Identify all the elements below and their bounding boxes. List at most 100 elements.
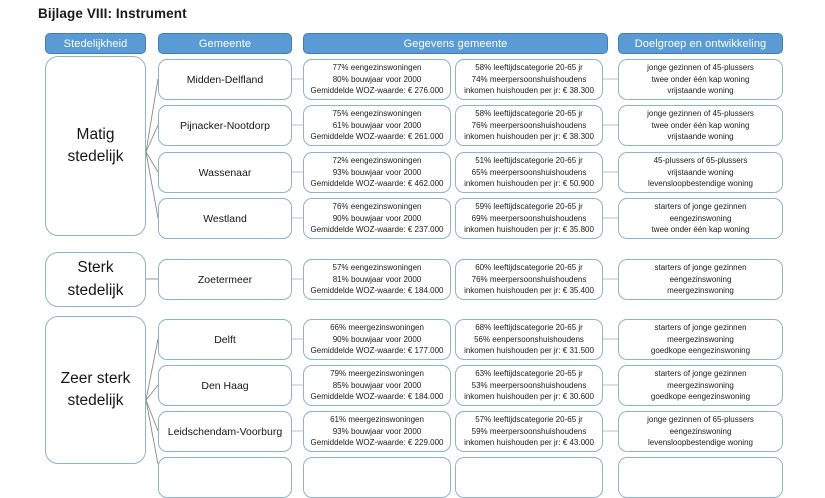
column-header-doelgroep-en-ontwikkeling: Doelgroep en ontwikkeling (618, 33, 783, 54)
gegevens-line: 65% meerpersoonshuishoudens (471, 167, 587, 177)
doelgroep-line: meergezinswoning (667, 334, 734, 344)
doelgroep-line: vrijstaande woning (667, 86, 734, 96)
doelgroep-box[interactable]: jonge gezinnen of 45-plussers twee onder… (618, 105, 783, 146)
gegevens-woning-box[interactable]: 76% eengezinswoningen 90% bouwjaar voor … (303, 198, 451, 239)
gegevens-line: Gemiddelde WOZ-waarde: € 177.000 (310, 346, 444, 356)
gegevens-line: 68% leeftijdscategorie 20-65 jr (475, 323, 583, 333)
column-header-gegevens-gemeente: Gegevens gemeente (303, 33, 608, 54)
doelgroep-line: jonge gezinnen of 65-plussers (647, 415, 754, 425)
doelgroep-line: twee onder één kap woning (651, 225, 750, 235)
doelgroep-line: eengezinswoning (669, 213, 732, 223)
gegevens-line: 75% eengezinswoningen (332, 109, 422, 119)
group-box-zeer-sterk-stedelijk[interactable]: Zeer sterk stedelijk (45, 316, 146, 464)
gegevens-line: 77% eengezinswoningen (332, 63, 422, 73)
gegevens-huishouden-box[interactable]: 51% leeftijdscategorie 20-65 jr 65% meer… (455, 152, 603, 193)
group-box-matig-stedelijk[interactable]: Matig stedelijk (45, 56, 146, 236)
gegevens-line: 90% bouwjaar voor 2000 (332, 334, 422, 344)
doelgroep-line: goedkope eengezinswoning (650, 346, 751, 356)
group-label-line2: stedelijk (67, 281, 124, 299)
gemeente-box-delft[interactable]: Delft (158, 319, 292, 360)
group-box-sterk-stedelijk[interactable]: Sterk stedelijk (45, 252, 146, 307)
gegevens-line: 58% leeftijdscategorie 20-65 jr (475, 109, 583, 119)
doelgroep-line: vrijstaande woning (667, 167, 734, 177)
gegevens-huishouden-box[interactable]: 60% leeftijdscategorie 20-65 jr 76% meer… (455, 259, 603, 300)
gegevens-line: Gemiddelde WOZ-waarde: € 261.000 (310, 132, 444, 142)
doelgroep-line: meergezinswoning (667, 286, 734, 296)
doelgroep-line: levensloopbestendige woning (648, 438, 753, 448)
doelgroep-line: starters of jonge gezinnen (654, 202, 747, 212)
group-label-line2: stedelijk (67, 392, 124, 409)
gegevens-line: 51% leeftijdscategorie 20-65 jr (475, 156, 583, 166)
doelgroep-box[interactable]: 45-plussers of 65-plussers vrijstaande w… (618, 152, 783, 193)
gegevens-huishouden-box[interactable]: 63% leeftijdscategorie 20-65 jr 53% meer… (455, 365, 603, 406)
gegevens-huishouden-box-clipped[interactable] (455, 457, 603, 498)
gemeente-box-pijnacker-nootdorp[interactable]: Pijnacker-Nootdorp (158, 105, 292, 146)
gegevens-huishouden-box[interactable]: 58% leeftijdscategorie 20-65 jr 74% meer… (455, 59, 603, 100)
gemeente-label: Westland (203, 212, 247, 225)
gegevens-line: 57% leeftijdscategorie 20-65 jr (475, 415, 583, 425)
gemeente-label: Pijnacker-Nootdorp (180, 119, 270, 132)
gegevens-woning-box[interactable]: 79% meergezinswoningen 85% bouwjaar voor… (303, 365, 451, 406)
gegevens-line: 66% meergezinswoningen (330, 323, 424, 333)
doelgroep-line: levensloopbestendige woning (648, 179, 753, 189)
doelgroep-line: jonge gezinnen of 45-plussers (647, 109, 754, 119)
gegevens-woning-box[interactable]: 72% eengezinswoningen 93% bouwjaar voor … (303, 152, 451, 193)
gegevens-line: Gemiddelde WOZ-waarde: € 462.000 (310, 179, 444, 189)
group-label-line2: stedelijk (67, 148, 124, 165)
doelgroep-box[interactable]: jonge gezinnen of 65-plussers eengezinsw… (618, 411, 783, 452)
column-header-gemeente: Gemeente (158, 33, 292, 54)
gegevens-huishouden-box[interactable]: 58% leeftijdscategorie 20-65 jr 76% meer… (455, 105, 603, 146)
gemeente-box-westland[interactable]: Westland (158, 198, 292, 239)
doelgroep-box[interactable]: starters of jonge gezinnen eengezinswoni… (618, 259, 783, 300)
gegevens-huishouden-box[interactable]: 68% leeftijdscategorie 20-65 jr 56% eenp… (455, 319, 603, 360)
gegevens-line: 76% meerpersoonshuishoudens (471, 274, 587, 284)
gemeente-label: Delft (214, 333, 236, 346)
gemeente-box-midden-delfland[interactable]: Midden-Delfland (158, 59, 292, 100)
gemeente-box-den-haag[interactable]: Den Haag (158, 365, 292, 406)
gegevens-line: 93% bouwjaar voor 2000 (332, 426, 422, 436)
gegevens-woning-box[interactable]: 66% meergezinswoningen 90% bouwjaar voor… (303, 319, 451, 360)
doelgroep-line: 45-plussers of 65-plussers (653, 156, 748, 166)
gegevens-woning-box[interactable]: 61% meergezinswoningen 93% bouwjaar voor… (303, 411, 451, 452)
gegevens-line: inkomen huishouden per jr: € 31.500 (464, 346, 594, 356)
gegevens-line: 63% leeftijdscategorie 20-65 jr (475, 369, 583, 379)
gegevens-woning-box[interactable]: 75% eengezinswoningen 61% bouwjaar voor … (303, 105, 451, 146)
gegevens-huishouden-box[interactable]: 59% leeftijdscategorie 20-65 jr 69% meer… (455, 198, 603, 239)
doelgroep-box[interactable]: starters of jonge gezinnen eengezinswoni… (618, 198, 783, 239)
gegevens-line: Gemiddelde WOZ-waarde: € 237.000 (310, 225, 444, 235)
doelgroep-box[interactable]: starters of jonge gezinnen meergezinswon… (618, 365, 783, 406)
doelgroep-box[interactable]: starters of jonge gezinnen meergezinswon… (618, 319, 783, 360)
doelgroep-line: starters of jonge gezinnen (654, 369, 747, 379)
gegevens-woning-box-clipped[interactable] (303, 457, 451, 498)
gegevens-line: 79% meergezinswoningen (330, 369, 424, 379)
gemeente-box-clipped[interactable] (158, 457, 292, 498)
gegevens-huishouden-box[interactable]: 57% leeftijdscategorie 20-65 jr 59% meer… (455, 411, 603, 452)
gemeente-label: Den Haag (201, 379, 249, 392)
doelgroep-line: twee onder één kap woning (651, 74, 750, 84)
gegevens-line: 72% eengezinswoningen (332, 156, 422, 166)
doelgroep-line: twee onder één kap woning (651, 120, 750, 130)
gegevens-line: 93% bouwjaar voor 2000 (332, 167, 422, 177)
gegevens-line: 57% eengezinswoningen (332, 263, 422, 273)
gegevens-line: Gemiddelde WOZ-waarde: € 229.000 (310, 438, 444, 448)
gegevens-line: Gemiddelde WOZ-waarde: € 184.000 (310, 286, 444, 296)
gemeente-box-wassenaar[interactable]: Wassenaar (158, 152, 292, 193)
gegevens-line: 61% bouwjaar voor 2000 (332, 120, 422, 130)
doelgroep-line: vrijstaande woning (667, 132, 734, 142)
gegevens-line: 76% meerpersoonshuishoudens (471, 120, 587, 130)
gegevens-woning-box[interactable]: 57% eengezinswoningen 81% bouwjaar voor … (303, 259, 451, 300)
gegevens-line: 58% leeftijdscategorie 20-65 jr (475, 63, 583, 73)
doelgroep-box-clipped[interactable] (618, 457, 783, 498)
gegevens-line: inkomen huishouden per jr: € 43.000 (464, 438, 594, 448)
gegevens-line: 69% meerpersoonshuishoudens (471, 213, 587, 223)
group-label-line1: Matig (76, 125, 115, 143)
gegevens-line: 81% bouwjaar voor 2000 (332, 274, 422, 284)
doelgroep-line: eengezinswoning (669, 426, 732, 436)
doelgroep-line: starters of jonge gezinnen (654, 263, 747, 273)
gemeente-box-leidschendam-voorburg[interactable]: Leidschendam-Voorburg (158, 411, 292, 452)
gegevens-woning-box[interactable]: 77% eengezinswoningen 80% bouwjaar voor … (303, 59, 451, 100)
gegevens-line: 74% meerpersoonshuishoudens (471, 74, 587, 84)
doelgroep-box[interactable]: jonge gezinnen of 45-plussers twee onder… (618, 59, 783, 100)
doelgroep-line: meergezinswoning (667, 380, 734, 390)
gemeente-box-zoetermeer[interactable]: Zoetermeer (158, 259, 292, 300)
